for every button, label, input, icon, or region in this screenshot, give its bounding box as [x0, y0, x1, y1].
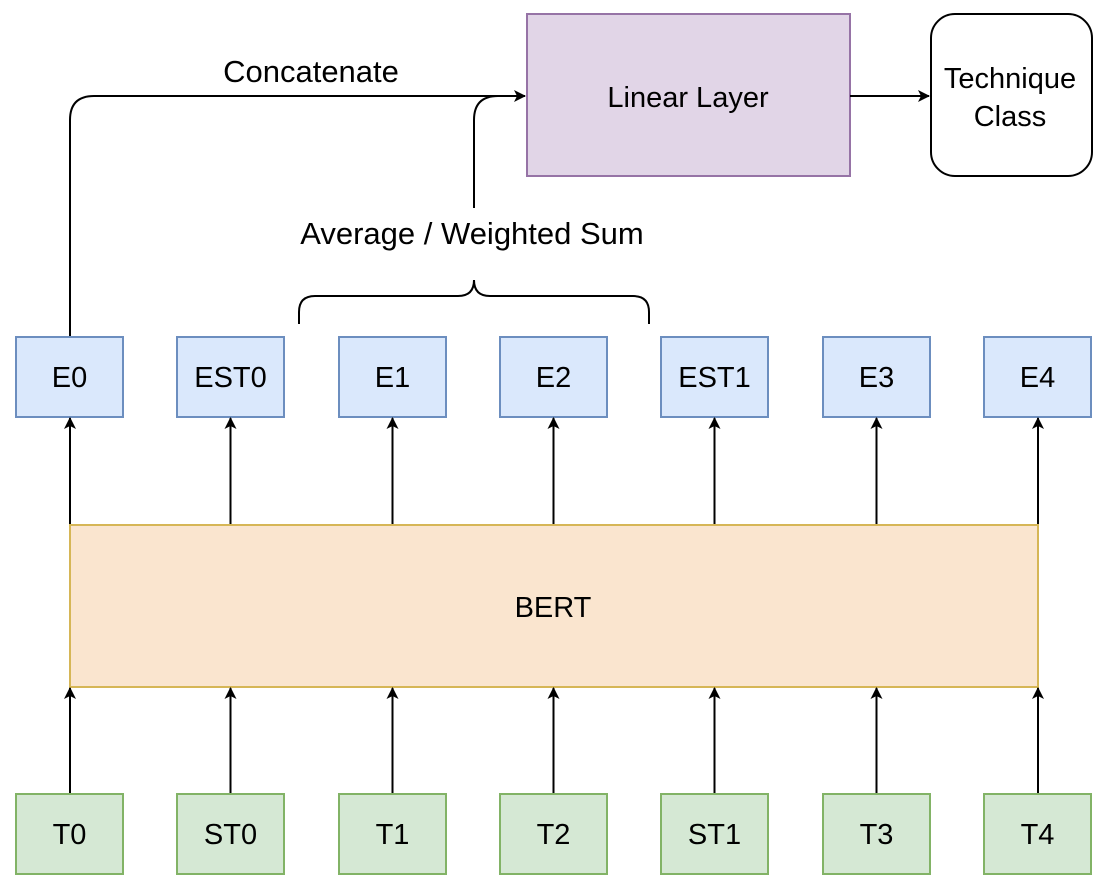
token-label-t1: T1 — [376, 819, 410, 851]
bert-output-arrows — [64, 417, 1044, 525]
embedding-label-e2: E2 — [536, 362, 571, 394]
token-label-st0: ST0 — [204, 819, 257, 851]
concatenate-connector — [69, 90, 526, 337]
embedding-label-e0: E0 — [52, 362, 87, 394]
bert-box — [69, 524, 1039, 688]
token-input-arrows — [64, 687, 1044, 794]
embedding-box-e2 — [499, 336, 608, 418]
technique-class-label-line1: Technique — [944, 63, 1076, 95]
token-label-t2: T2 — [537, 819, 571, 851]
token-label-t0: T0 — [53, 819, 87, 851]
embedding-box-e1 — [338, 336, 447, 418]
embedding-box-e3 — [822, 336, 931, 418]
embedding-row: E0 EST0 E1 E2 EST1 E3 E4 — [15, 336, 1092, 418]
embedding-box-est1 — [660, 336, 769, 418]
average-weighted-sum-label: Average / Weighted Sum — [300, 216, 644, 251]
technique-class-label-line2: Class — [974, 101, 1047, 133]
token-row: T0 ST0 T1 T2 ST1 T3 T4 — [15, 793, 1092, 875]
token-label-t3: T3 — [860, 819, 894, 851]
token-box-st1 — [660, 793, 769, 875]
token-box-st0 — [176, 793, 285, 875]
embedding-label-e3: E3 — [859, 362, 894, 394]
average-connector — [473, 95, 499, 208]
token-label-t4: T4 — [1021, 819, 1055, 851]
token-box-t0 — [15, 793, 124, 875]
technique-class-box — [930, 13, 1093, 177]
embedding-box-e0 — [15, 336, 124, 418]
linear-layer-label: Linear Layer — [607, 82, 769, 114]
token-label-st1: ST1 — [688, 819, 741, 851]
token-box-t4 — [983, 793, 1092, 875]
token-box-t3 — [822, 793, 931, 875]
span-brace — [298, 279, 650, 324]
token-box-t1 — [338, 793, 447, 875]
bert-label: BERT — [515, 592, 592, 624]
embedding-label-est1: EST1 — [678, 362, 751, 394]
concatenate-label: Concatenate — [223, 54, 399, 89]
embedding-box-est0 — [176, 336, 285, 418]
token-box-t2 — [499, 793, 608, 875]
linear-layer-box — [526, 13, 851, 177]
embedding-label-e1: E1 — [375, 362, 410, 394]
embedding-label-e4: E4 — [1020, 362, 1055, 394]
embedding-label-est0: EST0 — [194, 362, 267, 394]
